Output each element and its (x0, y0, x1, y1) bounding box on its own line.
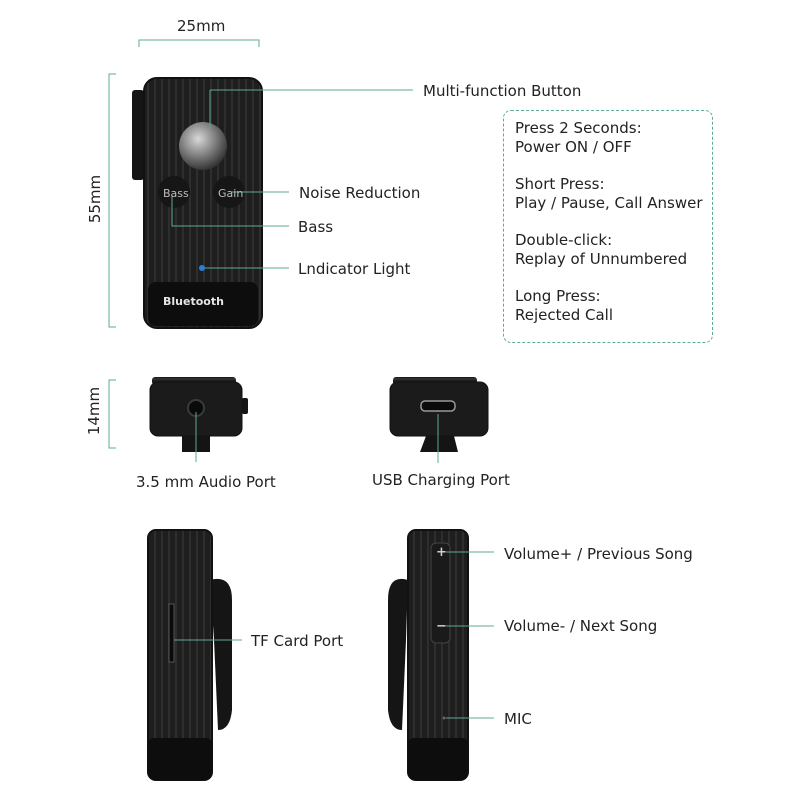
callout-mic: MIC (504, 710, 532, 728)
tf-card-slot (168, 603, 175, 663)
volume-minus-icon: − (436, 619, 447, 634)
bottom-view-audio (149, 377, 248, 452)
instructions-box: Press 2 Seconds: Power ON / OFF Short Pr… (503, 110, 713, 343)
callout-indicator-light: Lndicator Light (298, 260, 411, 278)
instruction-action: Long Press: (515, 287, 601, 305)
callout-volume-down: Volume- / Next Song (504, 617, 658, 635)
callout-usb-port: USB Charging Port (372, 471, 510, 489)
instruction-result: Replay of Unnumbered (515, 250, 688, 268)
top-view-usb (389, 377, 489, 452)
width-dimension: 25mm (177, 17, 226, 35)
usb-socket (420, 400, 456, 412)
front-view (132, 77, 263, 329)
depth-dimension: 14mm (85, 386, 103, 436)
multi-function-knob (179, 122, 227, 170)
instruction-result: Power ON / OFF (515, 138, 632, 156)
bluetooth-label: Bluetooth (163, 295, 224, 308)
volume-rocker (430, 542, 451, 644)
instruction-action: Press 2 Seconds: (515, 119, 642, 137)
callout-bass: Bass (298, 218, 334, 236)
instruction-action: Short Press: (515, 175, 605, 193)
dimension-lines (108, 39, 260, 449)
instruction-power: Press 2 Seconds: Power ON / OFF (515, 119, 712, 157)
leader-lines (171, 89, 494, 719)
bass-button-label: Bass (163, 187, 189, 200)
height-dimension: 55mm (86, 174, 104, 224)
instruction-short-press: Short Press: Play / Pause, Call Answer (515, 175, 712, 213)
callout-noise-reduction: Noise Reduction (299, 184, 421, 202)
callout-multi-function-button: Multi-function Button (423, 82, 582, 100)
instruction-long-press: Long Press: Rejected Call (515, 287, 712, 325)
callout-tf-card-port: TF Card Port (251, 632, 344, 650)
callout-volume-up: Volume+ / Previous Song (504, 545, 693, 563)
mic-hole (442, 716, 446, 720)
volume-plus-icon: + (436, 545, 447, 560)
instruction-result: Play / Pause, Call Answer (515, 194, 703, 212)
right-side-view (388, 529, 469, 781)
indicator-light (199, 265, 205, 271)
left-side-view (147, 529, 232, 781)
callout-audio-port: 3.5 mm Audio Port (136, 473, 276, 491)
gain-button-label: Gain (218, 187, 244, 200)
instruction-action: Double-click: (515, 231, 613, 249)
instruction-double-click: Double-click: Replay of Unnumbered (515, 231, 712, 269)
instruction-result: Rejected Call (515, 306, 614, 324)
